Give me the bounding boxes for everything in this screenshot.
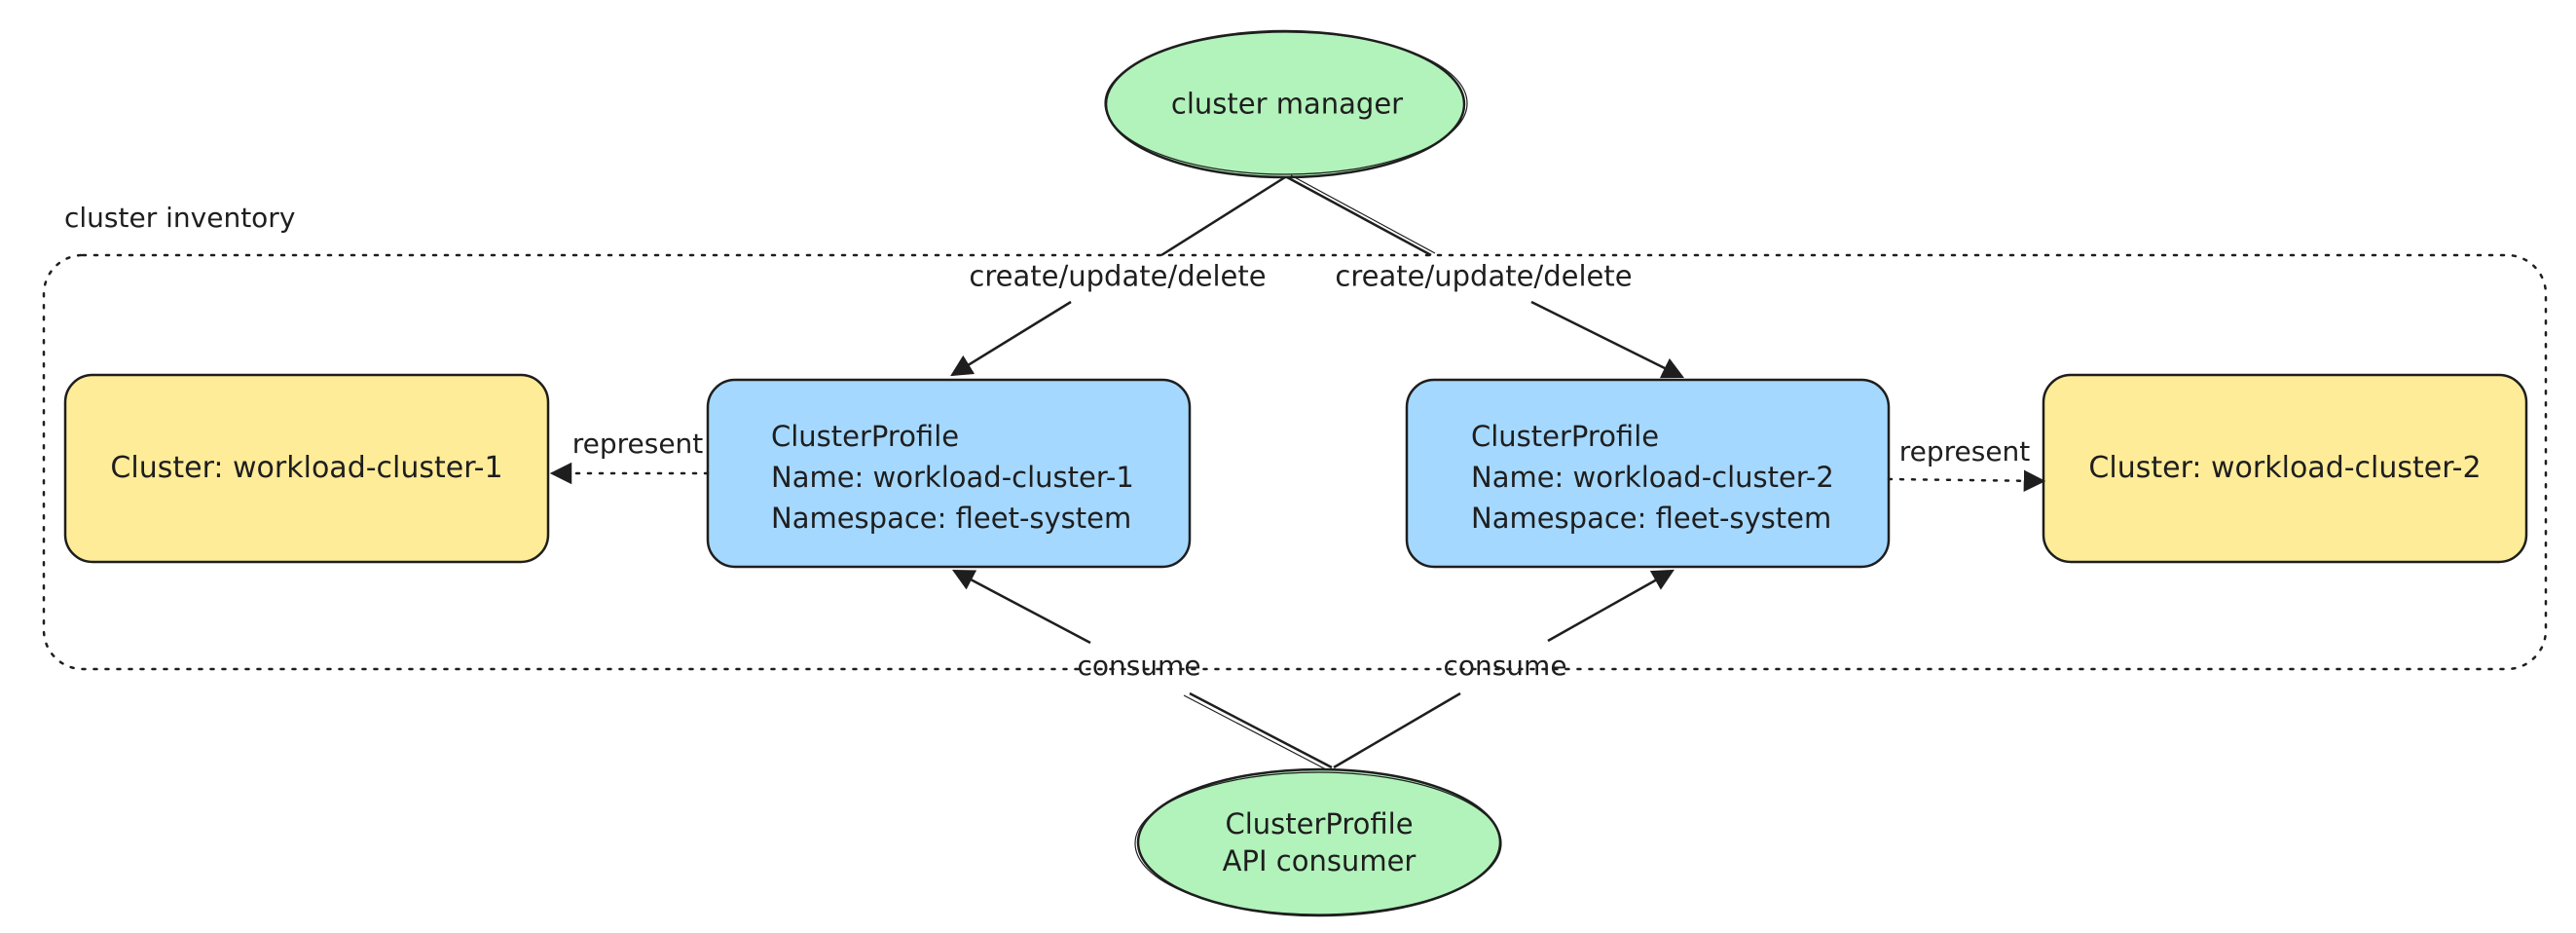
api-consumer-line-2: API consumer [1222, 844, 1417, 877]
api-consumer-label: ClusterProfile API consumer [1223, 805, 1417, 879]
consume-left-label: consume [1077, 650, 1201, 682]
profile-right-text: ClusterProfile Name: workload-cluster-2 … [1471, 416, 1834, 539]
profile-right-kind: ClusterProfile [1471, 420, 1660, 453]
profile-left-text: ClusterProfile Name: workload-cluster-1 … [771, 416, 1134, 539]
create-update-delete-left-label: create/update/delete [969, 259, 1267, 293]
cluster-inventory-boundary [42, 253, 2548, 671]
cluster-right-label: Cluster: workload-cluster-2 [2088, 451, 2482, 485]
arrow-consume-right [1333, 571, 1673, 769]
arrow-manager-right-sketch-line [1290, 174, 1436, 254]
profile-right-namespace: Namespace: fleet-system [1471, 502, 1832, 535]
consume-right-label: consume [1443, 650, 1567, 682]
api-consumer-sketch-line [1134, 771, 1502, 915]
profile-left-kind: ClusterProfile [771, 420, 960, 453]
represent-right-label: represent [1898, 435, 2031, 467]
profile-left-name: Name: workload-cluster-1 [771, 461, 1134, 494]
cluster-manager-label: cluster manager [1170, 87, 1404, 121]
arrow-consume-left-sketch-line [1183, 694, 1327, 770]
cluster-left-box [63, 373, 550, 564]
cluster-inventory-title: cluster inventory [64, 202, 296, 234]
api-consumer-line-1: ClusterProfile [1225, 807, 1414, 840]
cluster-manager-sketch-line [1104, 31, 1468, 175]
api-consumer-node [1136, 767, 1502, 917]
arrow-manager-to-profile-left [952, 175, 1286, 375]
cluster-left-label: Cluster: workload-cluster-1 [110, 451, 503, 485]
profile-left-namespace: Namespace: fleet-system [771, 502, 1132, 535]
arrow-manager-to-profile-right [1286, 175, 1682, 377]
arrow-represent-right [1887, 469, 2046, 492]
represent-left-label: represent [571, 428, 704, 460]
arrow-consume-left [954, 571, 1333, 769]
profile-right-box [1405, 378, 1891, 569]
create-update-delete-right-label: create/update/delete [1335, 259, 1633, 293]
profile-right-name: Name: workload-cluster-2 [1471, 461, 1834, 494]
cluster-right-box [2042, 373, 2528, 564]
